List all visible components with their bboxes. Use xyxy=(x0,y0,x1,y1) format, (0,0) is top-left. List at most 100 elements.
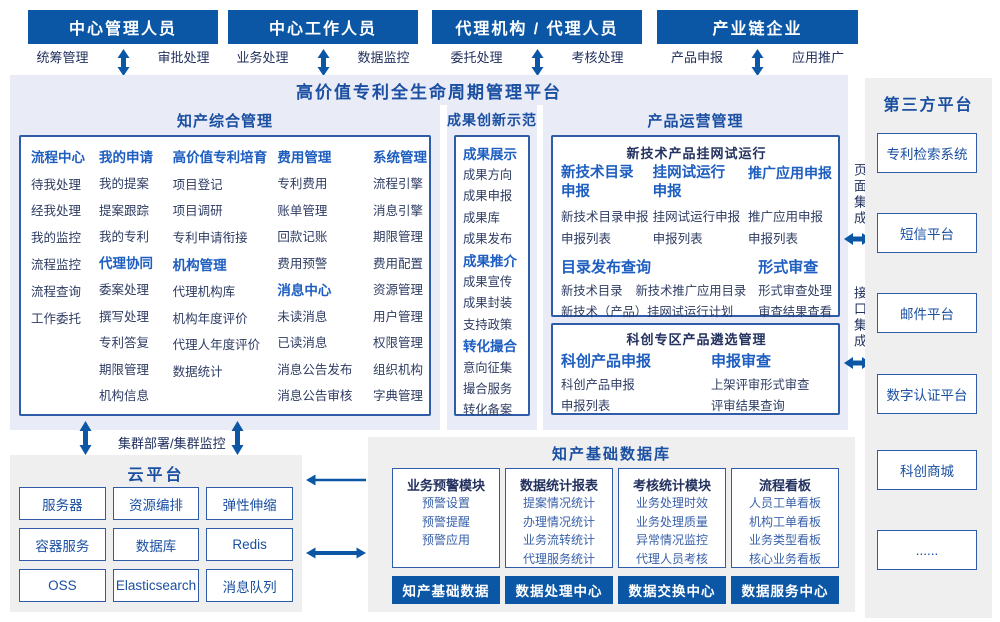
module-item: 机构工单看板 xyxy=(748,514,821,529)
trial-col-2: 挂网试运行申报 挂网试运行申报 申报列表 xyxy=(653,164,748,248)
cloud-title: 云平台 xyxy=(127,467,185,484)
platform-container: 高价值专利全生命周期管理平台 知产综合管理 流程中心 待我处理 经我处理 我的监… xyxy=(10,75,848,430)
menu-item: 申报列表 xyxy=(652,231,703,246)
ip-database-title: 知产基础数据库 xyxy=(551,446,671,463)
double-arrow-vertical-icon xyxy=(317,49,329,76)
module-item: 代理人员考核 xyxy=(635,551,708,566)
role-title: 产业链企业 xyxy=(657,10,858,44)
platform-sections-row: 知产综合管理 流程中心 待我处理 经我处理 我的监控 流程监控 流程查询 工作委… xyxy=(10,105,848,430)
db-footer-button: 数据服务中心 xyxy=(731,576,839,604)
subbox-title: 新技术产品挂网试运行 xyxy=(626,146,767,161)
api-integration-label: 接口集成 xyxy=(852,286,867,350)
menu-item: 代理机构库 xyxy=(172,284,236,299)
role-right-label: 考核处理 xyxy=(571,50,624,65)
menu-item: 推广应用申报 xyxy=(748,209,824,224)
menu-item: 消息公告发布 xyxy=(277,362,353,377)
module-item: 人员工单看板 xyxy=(748,496,821,510)
module-item: 业务处理时效 xyxy=(635,496,708,510)
menu-item: 工作委托 xyxy=(31,311,82,326)
menu-item: 申报列表 xyxy=(561,398,611,413)
menu-item: 账单管理 xyxy=(277,203,328,218)
menu-item: 审查结果查看 xyxy=(758,304,832,319)
menu-item-line: 新技术（产品）挂网试运行计划 xyxy=(561,304,734,319)
arrow-left-icon xyxy=(306,474,366,486)
db-module: 数据统计报表 提案情况统计 办理情况统计 业务流转统计 代理服务统计 xyxy=(505,468,613,568)
role-title: 中心管理人员 xyxy=(28,10,218,44)
role-block-center-managers: 中心管理人员 统筹管理 审批处理 xyxy=(28,10,218,76)
module-header: 数据统计报表 xyxy=(519,478,598,493)
role-left-label: 业务处理 xyxy=(236,50,289,65)
third-party-panel: 第三方平台 专利检索系统 短信平台 邮件平台 数字认证平台 科创商城 .....… xyxy=(865,78,992,618)
role-sub-row: 产品申报 应用推广 xyxy=(657,44,858,76)
menu-item-line: 新技术目录新技术推广应用目录 xyxy=(561,283,747,298)
module-header: 流程看板 xyxy=(758,478,811,493)
menu-item: 费用预警 xyxy=(277,256,328,271)
double-arrow-vertical-icon xyxy=(231,421,244,455)
db-module: 业务预警模块 预警设置 预警提醒 预警应用 xyxy=(392,468,500,568)
ip-database-panel: 知产基础数据库 业务预警模块 预警设置 预警提醒 预警应用 数据统计报表 提案情… xyxy=(368,437,855,612)
section-title: 产品运营管理 xyxy=(647,112,744,130)
trial-col-1: 新技术目录申报 新技术目录申报 申报列表 xyxy=(561,164,653,248)
section-achievement-demo: 成果创新示范 成果展示 成果方向 成果申报 成果库 成果发布 成果推介 成果宣传… xyxy=(447,105,537,430)
third-party-box: 专利检索系统 xyxy=(877,133,977,173)
group-header: 高价值专利培育 xyxy=(172,150,268,166)
module-item: 业务类型看板 xyxy=(748,533,821,547)
db-footer-row: 知产基础数据 数据处理中心 数据交换中心 数据服务中心 xyxy=(392,576,855,604)
menu-item: 申报列表 xyxy=(561,231,612,246)
subbox-title: 科创专区产品遴选管理 xyxy=(626,331,767,347)
group-header: 形式审查 xyxy=(758,259,819,276)
achievement-box: 成果展示 成果方向 成果申报 成果库 成果发布 成果推介 成果宣传 成果封装 支… xyxy=(454,135,530,417)
double-arrow-horizontal-icon xyxy=(844,357,871,369)
menu-item: 委案处理 xyxy=(99,283,150,298)
role-left-label: 产品申报 xyxy=(670,50,723,65)
menu-item: 期限管理 xyxy=(99,362,150,377)
section-title: 成果创新示范 xyxy=(447,112,537,128)
menu-item: 字典管理 xyxy=(373,389,424,404)
group-header: 代理协同 xyxy=(99,256,154,272)
role-sub-row: 委托处理 考核处理 xyxy=(432,44,642,76)
menu-item: 期限管理 xyxy=(373,230,424,245)
menu-item: 意向征集 xyxy=(463,360,513,375)
menu-item: 项目登记 xyxy=(172,177,223,192)
group-header: 推广应用申报 xyxy=(748,165,832,181)
menu-item: 挂网试运行申报 xyxy=(652,209,741,224)
menu-item: 专利申请衔接 xyxy=(172,231,248,246)
page-integration-label: 页面集成 xyxy=(852,163,867,227)
cloud-box: Redis xyxy=(206,528,293,561)
role-right-label: 数据监控 xyxy=(357,50,410,65)
double-arrow-vertical-icon xyxy=(117,49,129,76)
db-footer-button: 数据交换中心 xyxy=(618,576,726,604)
third-party-box: 邮件平台 xyxy=(877,293,977,333)
module-item: 核心业务看板 xyxy=(748,551,821,566)
module-item: 预警设置 xyxy=(421,496,470,510)
role-sub-row: 业务处理 数据监控 xyxy=(228,44,418,76)
module-item: 异常情况监控 xyxy=(635,533,708,547)
role-right-label: 应用推广 xyxy=(792,50,845,65)
group-header: 费用管理 xyxy=(277,150,332,166)
cloud-box: 容器服务 xyxy=(19,528,106,561)
module-item: 业务流转统计 xyxy=(522,533,595,547)
db-modules-row: 业务预警模块 预警设置 预警提醒 预警应用 数据统计报表 提案情况统计 办理情况… xyxy=(392,468,855,568)
menu-item: 成果宣传 xyxy=(463,275,513,290)
menu-item: 评审结果查询 xyxy=(711,398,785,413)
menu-item: 撰写处理 xyxy=(99,309,150,324)
role-title: 代理机构 / 代理人员 xyxy=(432,10,642,44)
selection-row: 科创产品申报 科创产品申报 申报列表 申报审查 上架评审形式审查 评审结果查询 xyxy=(561,348,832,415)
menu-item: 专利费用 xyxy=(277,177,328,192)
trial-row-2: 目录发布查询 新技术目录新技术推广应用目录 新技术（产品）挂网试运行计划 形式审… xyxy=(561,254,832,321)
cloud-box: 服务器 xyxy=(19,487,106,520)
role-block-center-staff: 中心工作人员 业务处理 数据监控 xyxy=(228,10,418,76)
db-module: 考核统计模块 业务处理时效 业务处理质量 异常情况监控 代理人员考核 xyxy=(618,468,726,568)
catalog-query-col: 目录发布查询 新技术目录新技术推广应用目录 新技术（产品）挂网试运行计划 xyxy=(561,254,758,321)
section-ip-management: 知产综合管理 流程中心 待我处理 经我处理 我的监控 流程监控 流程查询 工作委… xyxy=(10,105,440,430)
module-item: 代理服务统计 xyxy=(522,551,595,566)
menu-item: 专利答复 xyxy=(99,336,150,351)
module-item: 业务处理质量 xyxy=(635,514,708,529)
menu-item: 经我处理 xyxy=(31,204,82,219)
menu-item: 我的专利 xyxy=(99,230,150,245)
group-header: 系统管理 xyxy=(373,150,427,166)
double-arrow-vertical-icon xyxy=(751,49,764,76)
formal-review-col: 形式审查 形式审查处理 审查结果查看 xyxy=(758,254,832,321)
menu-item: 新技术目录申报 xyxy=(561,209,649,224)
group-header: 我的申请 xyxy=(99,150,154,166)
